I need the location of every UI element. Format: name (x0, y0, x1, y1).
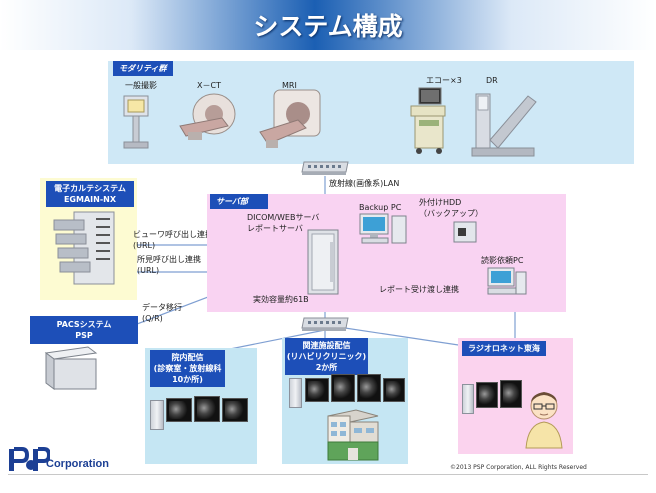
pacs-label: PACSシステム PSP (30, 316, 138, 344)
affiliated-pc-tower (289, 378, 302, 408)
hospital-monitor-2 (194, 396, 220, 422)
viewer-link-line2: (URL) (133, 241, 156, 250)
modality-dr-label: DR (486, 76, 498, 85)
report-transfer-label: レポート受け渡し連携 (379, 285, 459, 294)
report-link-text: 所見呼び出し連携 (URL) (137, 254, 201, 276)
affiliated-title: 関連施設配信 (302, 341, 351, 350)
ehr-name: 電子カルテシステム (54, 184, 126, 193)
company-name: Corporation (46, 458, 109, 470)
pacs-vendor: PSP (75, 331, 93, 340)
clinic-building-icon (327, 409, 379, 461)
ultrasound-icon (410, 87, 446, 154)
server-names: DICOM/WEBサーバ レポートサーバ (247, 212, 319, 234)
report-link-line1: 所見呼び出し連携 (137, 255, 201, 264)
hdd-note: （バックアップ） (419, 209, 483, 218)
main-server-icon (307, 229, 339, 295)
ehr-product: EGMAIN-NX (63, 195, 117, 204)
hospital-title: 院内配信 (171, 353, 204, 362)
lan-label: 放射線(画像系)LAN (329, 179, 400, 188)
radionet-label: ラジオロネット東海 (462, 341, 546, 356)
affiliated-monitor-4 (383, 378, 405, 402)
radionet-pc-tower (462, 384, 474, 414)
backup-pc-icon (359, 213, 407, 244)
pacs-server-icon (44, 346, 98, 390)
report-link-line2: (URL) (137, 266, 160, 275)
affiliated-label: 関連施設配信 (リハビリクリニック) 2か所 (285, 338, 368, 375)
page-title: システム構成 (253, 12, 403, 41)
psp-logo-mark (9, 447, 50, 471)
server-dicom-web: DICOM/WEBサーバ (247, 213, 320, 222)
ehr-label: 電子カルテシステム EGMAIN-NX (46, 181, 134, 207)
hospital-count: 10か所) (172, 375, 203, 384)
modality-ct-label: X－CT (197, 81, 221, 90)
affiliated-monitor-1 (305, 378, 329, 402)
modality-xray-label: 一般撮影 (125, 81, 157, 90)
affiliated-monitor-3 (357, 374, 381, 402)
radionet-monitor-1 (476, 382, 498, 408)
doctor-avatar-icon (525, 392, 563, 449)
hospital-monitor-3 (222, 398, 248, 422)
dr-system-icon (471, 93, 537, 157)
viewer-link-line1: ビューワ呼び出し連携 (133, 230, 213, 239)
hospital-locations: (診察室・放射線科 (153, 364, 222, 373)
footer-divider (8, 474, 648, 475)
external-hdd-icon (453, 221, 477, 243)
hospital-monitor-1 (166, 398, 192, 422)
lan-switch-icon (301, 161, 349, 175)
xray-stand-icon (123, 95, 149, 149)
server-capacity: 実効容量約61B (253, 295, 309, 304)
distribution-switch-icon (301, 317, 349, 331)
modality-label: モダリティ群 (113, 61, 173, 76)
viewer-link-text: ビューワ呼び出し連携 (URL) (133, 229, 213, 251)
ehr-server-rack-icon (53, 211, 115, 285)
migration-text: データ移行 (Q/R) (142, 302, 182, 324)
server-label: サーバ部 (210, 194, 268, 209)
hdd-label: 外付けHDD (419, 198, 462, 207)
title-bar (0, 0, 656, 50)
ct-scanner-icon (179, 93, 236, 140)
affiliated-monitor-2 (331, 374, 355, 402)
migration-method: (Q/R) (142, 314, 163, 323)
backup-pc-label: Backup PC (359, 203, 402, 212)
hospital-label: 院内配信 (診察室・放射線科 10か所) (150, 350, 225, 387)
mri-scanner-icon (259, 89, 321, 148)
copyright-text: ©2013 PSP Corporation, ALL Rights Reserv… (450, 464, 587, 471)
hospital-pc-tower (150, 400, 164, 430)
radionet-monitor-2 (500, 380, 522, 408)
server-report: レポートサーバ (247, 224, 303, 233)
reading-pc-label: 読影依頼PC (481, 256, 524, 265)
modality-echo-label: エコー×3 (426, 76, 462, 85)
hdd-text: 外付けHDD （バックアップ） (419, 197, 483, 219)
modality-mri-label: MRI (282, 81, 297, 90)
affiliated-count: 2か所 (315, 363, 338, 372)
pacs-name: PACSシステム (56, 320, 112, 329)
migration-label: データ移行 (142, 303, 182, 312)
reading-pc-icon (487, 267, 527, 295)
affiliated-site: (リハビリクリニック) (286, 352, 367, 361)
